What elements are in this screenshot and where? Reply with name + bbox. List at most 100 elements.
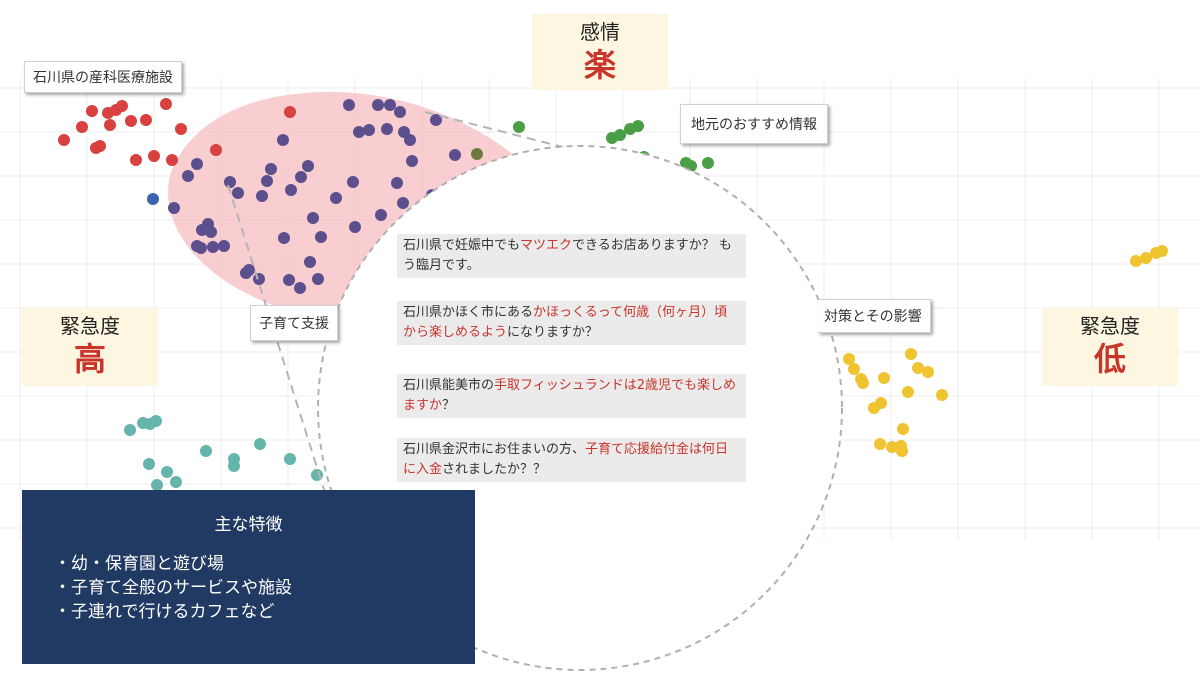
cluster-label-hospital: 石川県の産科医療施設	[24, 61, 182, 93]
axis-left-value: 高	[73, 340, 106, 378]
question-text: できるお店ありますか？ もう臨月です。	[403, 238, 732, 273]
feature-item: ・幼・保育園と遊び場	[54, 554, 224, 574]
data-point	[363, 124, 375, 136]
data-point	[175, 123, 187, 135]
axis-left-label: 緊急度	[60, 314, 120, 338]
axis-right-value: 低	[1093, 340, 1126, 378]
data-point	[513, 121, 525, 133]
data-point	[347, 176, 359, 188]
data-point	[76, 121, 88, 133]
data-point	[140, 114, 152, 126]
data-point	[471, 148, 483, 160]
question-highlight: 子育て応援給付金は何日に入金	[403, 442, 729, 477]
data-point	[397, 197, 409, 209]
question-2: 石川県かほく市にあるかほっくるって何歳（何ヶ月）頃から楽しめるようになりますか？	[397, 301, 746, 345]
data-point	[843, 353, 855, 365]
data-point	[896, 445, 908, 457]
data-point	[1140, 252, 1152, 264]
data-point	[202, 218, 214, 230]
data-point	[253, 273, 265, 285]
data-point	[94, 140, 106, 152]
question-3: 石川県能美市の手取フィッシュランドは2歳児でも楽しめますか？	[397, 374, 746, 418]
data-point	[936, 389, 948, 401]
feature-box: 主な特徴 ・幼・保育園と遊び場 ・子育て全般のサービスや施設 ・子連れで行けるカ…	[22, 490, 475, 664]
feature-title: 主な特徴	[214, 515, 283, 535]
data-point	[315, 231, 327, 243]
data-point	[218, 240, 230, 252]
data-point	[875, 397, 887, 409]
data-point	[406, 155, 418, 167]
data-point	[702, 157, 714, 169]
axis-left-urgency: 緊急度 高	[22, 308, 158, 386]
data-point	[404, 134, 416, 146]
data-point	[284, 453, 296, 465]
data-point	[430, 114, 442, 126]
data-point	[897, 423, 909, 435]
feature-item: ・子連れで行けるカフェなど	[54, 602, 275, 622]
data-point	[372, 99, 384, 111]
question-highlight: かほっくるって何歳（何ヶ月）頃から楽しめるよう	[403, 305, 728, 340]
axis-right-label: 緊急度	[1080, 314, 1140, 338]
data-point	[161, 466, 173, 478]
question-4: 石川県金沢市にお住まいの方、子育て応援給付金は何日に入金されましたか？？	[397, 438, 746, 482]
data-point	[160, 98, 172, 110]
data-point	[294, 282, 306, 294]
data-point	[1156, 245, 1168, 257]
data-point	[207, 241, 219, 253]
question-text: になりますか？	[507, 325, 599, 340]
data-point	[1130, 255, 1142, 267]
data-point	[278, 232, 290, 244]
data-point	[330, 192, 342, 204]
data-point	[104, 119, 116, 131]
question-text: 石川県かほく市にある	[403, 305, 534, 320]
data-point	[116, 100, 128, 112]
data-point	[922, 366, 934, 378]
data-point	[886, 441, 898, 453]
axis-right-urgency: 緊急度 低	[1042, 308, 1178, 386]
data-point	[254, 438, 266, 450]
question-1: 石川県で妊娠中でもマツエクできるお店ありますか？ もう臨月です。	[397, 234, 746, 278]
data-point	[182, 170, 194, 182]
data-point	[265, 163, 277, 175]
data-point	[304, 256, 316, 268]
data-point	[200, 445, 212, 457]
cluster-label-childcare: 子育て支援	[250, 305, 338, 341]
data-point	[353, 126, 365, 138]
cluster-label-local-info: 地元のおすすめ情報	[680, 104, 828, 144]
data-point	[191, 158, 203, 170]
data-point	[614, 129, 626, 141]
question-text: ？	[442, 398, 456, 413]
data-point	[228, 460, 240, 472]
feature-list: ・幼・保育園と遊び場 ・子育て全般のサービスや施設 ・子連れで行けるカフェなど	[54, 552, 292, 624]
data-point	[124, 424, 136, 436]
question-highlight: マツエク	[520, 238, 573, 253]
data-point	[130, 154, 142, 166]
data-point	[312, 273, 324, 285]
zoom-line-bottom	[227, 184, 333, 516]
question-highlight: 手取フィッシュランドは2歳児でも楽しめますか	[403, 378, 737, 413]
data-point	[449, 149, 461, 161]
data-point	[151, 479, 163, 491]
data-point	[210, 144, 222, 156]
data-point	[86, 105, 98, 117]
data-point	[391, 177, 403, 189]
data-point	[874, 438, 886, 450]
data-point	[147, 193, 159, 205]
data-point	[295, 171, 307, 183]
data-point	[384, 99, 396, 111]
data-point	[243, 264, 255, 276]
axis-top-label: 感情	[580, 20, 620, 44]
axis-top-value: 楽	[583, 46, 616, 84]
question-text: されましたか？？	[442, 462, 547, 477]
data-point	[394, 106, 406, 118]
data-point	[170, 476, 182, 488]
feature-item: ・子育て全般のサービスや施設	[54, 578, 292, 598]
data-point	[283, 274, 295, 286]
data-point	[375, 209, 387, 221]
data-point	[632, 120, 644, 132]
data-point	[232, 187, 244, 199]
data-point	[150, 415, 162, 427]
data-point	[912, 362, 924, 374]
data-point	[878, 372, 890, 384]
